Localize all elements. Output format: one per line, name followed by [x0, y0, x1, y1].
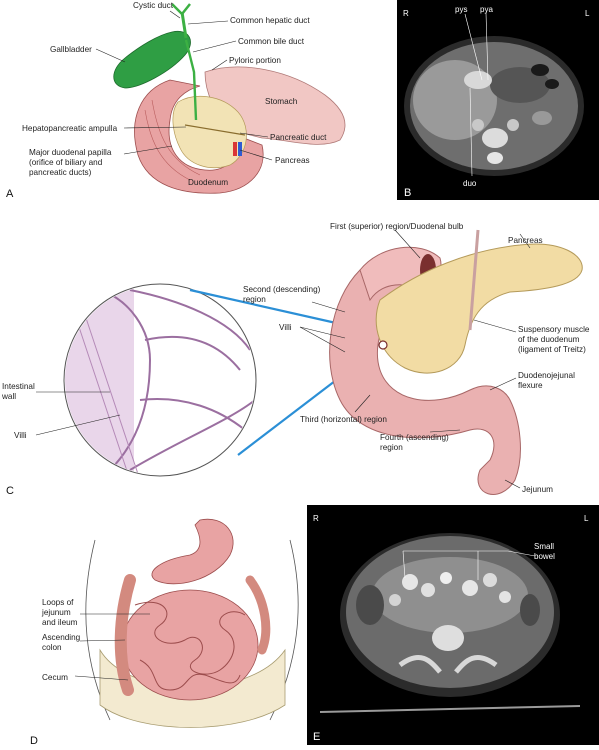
ct-b-right-marker: R [403, 9, 409, 18]
pointer-line-top [189, 288, 346, 327]
label-ascending-line2: colon [42, 643, 62, 652]
vertebra-e [432, 625, 464, 651]
label-second-region-line1: Second (descending) [243, 285, 321, 294]
panel-e-ct-image [307, 505, 599, 745]
label-jejunum: Jejunum [522, 485, 553, 494]
label-second-region-line2: region [243, 295, 266, 304]
panel-letter-c: C [6, 485, 14, 497]
panel-c-villi-circle [63, 283, 257, 477]
label-fourth-region-line2: region [380, 443, 403, 452]
small-bowel-loops-shape [121, 589, 259, 701]
label-pancreatic-duct: Pancreatic duct [270, 133, 327, 142]
label-loops-line1: Loops of [42, 598, 74, 607]
label-loops-line3: and ileum [42, 618, 78, 627]
label-common-bile-duct: Common bile duct [238, 37, 305, 46]
label-intestinal-wall-line1: Intestinal [2, 382, 35, 391]
ct-b-left-marker: L [585, 9, 590, 18]
panel-letter-d: D [30, 735, 38, 747]
label-common-hepatic-duct: Common hepatic duct [230, 16, 310, 25]
vertebra [482, 128, 508, 148]
label-third-region: Third (horizontal) region [300, 415, 387, 424]
panel-a-illustration [113, 3, 346, 194]
panel-letter-e: E [313, 731, 320, 743]
label-villi-right: Villi [279, 323, 292, 332]
label-small-bowel-line1: Small [534, 542, 554, 551]
label-gallbladder: Gallbladder [50, 45, 92, 54]
ascending-colon-shape [114, 574, 136, 696]
label-ascending-line1: Ascending [42, 633, 81, 642]
label-duodenum: Duodenum [188, 178, 228, 187]
label-pyloric-portion: Pyloric portion [229, 56, 281, 65]
vein-mark [238, 142, 242, 156]
label-duo: duo [463, 179, 477, 188]
label-suspensory-line2: of the duodenum [518, 335, 580, 344]
label-duodenojejunal-line1: Duodenojejunal [518, 371, 575, 380]
panel-c-leaders [35, 229, 531, 489]
label-major-papilla-line3: pancreatic ducts) [29, 168, 92, 177]
panel-b-ct-image [397, 0, 599, 200]
label-fourth-region-line1: Fourth (ascending) [380, 433, 449, 442]
label-cystic-duct: Cystic duct [133, 1, 174, 10]
label-first-region: First (superior) region/Duodenal bulb [330, 222, 464, 231]
label-suspensory-line1: Suspensory muscle [518, 325, 590, 334]
suspensory-muscle-shape [468, 229, 480, 331]
duodenum-shape [134, 79, 264, 194]
pancreas-c-shape [375, 243, 583, 374]
label-suspensory-line3: (ligament of Treitz) [518, 345, 586, 354]
label-cecum: Cecum [42, 673, 68, 682]
label-pancreas-a: Pancreas [275, 156, 310, 165]
panel-d-leaders [74, 613, 150, 681]
artery-mark [233, 142, 237, 156]
pancreas-head-shape [172, 96, 247, 169]
label-hepatopancreatic-ampulla: Hepatopancreatic ampulla [22, 124, 118, 133]
gallbladder-shape [113, 30, 191, 89]
label-small-bowel-line2: bowel [534, 552, 555, 561]
label-major-papilla-line2: (orifice of biliary and [29, 158, 103, 167]
ct-e-left-marker: L [584, 514, 589, 523]
hepatic-duct-shape [180, 11, 188, 39]
panel-d-illustration [85, 518, 299, 728]
label-pya: pya [480, 5, 493, 14]
label-major-papilla-line1: Major duodenal papilla [29, 148, 112, 157]
label-pancreas-c: Pancreas [508, 236, 543, 245]
panel-c-duodenum-illustration [329, 229, 583, 495]
panel-a-leaders [95, 10, 273, 161]
label-loops-line2: jejunum [41, 608, 71, 617]
label-duodenojejunal-line2: flexure [518, 381, 543, 390]
ct-e-right-marker: R [313, 514, 319, 523]
panel-letter-b: B [404, 187, 411, 199]
common-bile-duct-shape [184, 39, 198, 121]
label-stomach: Stomach [265, 97, 298, 106]
label-pys: pys [455, 5, 467, 14]
label-villi-left: Villi [14, 431, 27, 440]
panel-letter-a: A [6, 188, 14, 200]
papilla-mark [378, 340, 388, 350]
stomach-d-shape [151, 518, 234, 585]
label-intestinal-wall-line2: wall [1, 392, 16, 401]
